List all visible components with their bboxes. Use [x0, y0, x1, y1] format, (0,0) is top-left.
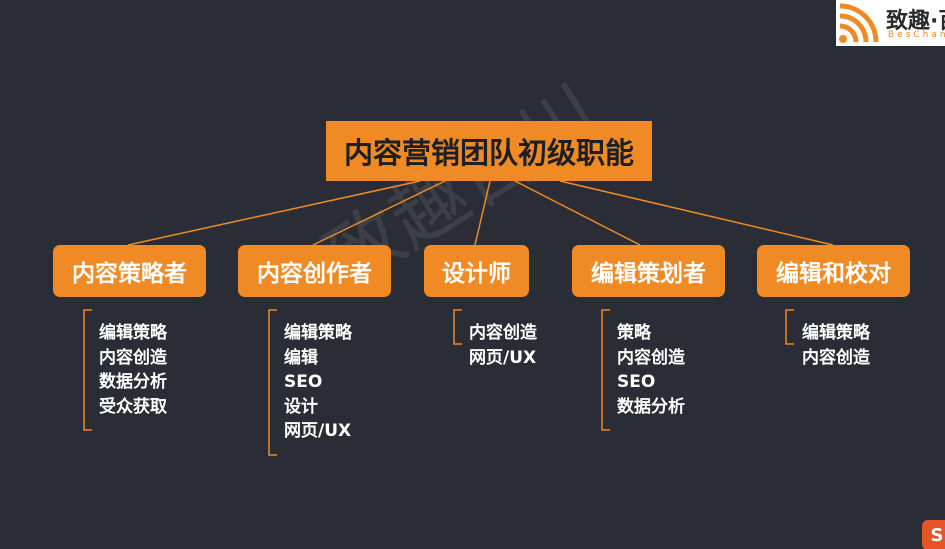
bracket-role-5: [785, 309, 794, 345]
role-content-creator: 内容创作者: [238, 245, 391, 297]
role-2-item: 编辑: [284, 347, 318, 368]
role-3-item: 网页/UX: [469, 347, 537, 368]
connector-role-5: [559, 180, 834, 246]
role-5-item: 编辑策略: [802, 323, 870, 343]
logo-text: 致趣·百: [886, 9, 945, 34]
role-2-item: 网页/UX: [284, 421, 352, 441]
connector-role-2: [312, 180, 446, 246]
connector-role-4: [514, 180, 641, 246]
role-1-item: 受众获取: [99, 396, 167, 417]
connector-role-3: [474, 180, 491, 246]
logo-mark-icon: [839, 3, 879, 43]
bracket-role-2: [268, 309, 277, 456]
role-designer: 设计师: [424, 245, 529, 297]
bracket-role-1: [83, 309, 92, 431]
brand-logo: 致趣·百 BesChan: [836, 0, 945, 46]
logo-latin-text: BesChan: [888, 30, 945, 40]
corner-badge: S: [922, 520, 945, 549]
bracket-role-4: [601, 309, 610, 431]
role-4-item: 数据分析: [617, 396, 685, 417]
role-2-item: 编辑策略: [284, 323, 352, 343]
root-node: 内容营销团队初级职能: [326, 121, 652, 181]
role-2-item: SEO: [284, 372, 323, 392]
role-1-item: 编辑策略: [99, 323, 167, 343]
role-editor-proofreader: 编辑和校对: [757, 245, 910, 297]
role-4-item: SEO: [617, 372, 656, 392]
role-2-item: 设计: [284, 396, 318, 417]
role-3-item: 内容创造: [469, 323, 537, 343]
role-4-item: 策略: [617, 323, 651, 343]
connector-role-1: [127, 180, 421, 246]
role-1-item: 数据分析: [99, 372, 167, 392]
role-editorial-planner: 编辑策划者: [572, 245, 725, 297]
bracket-role-3: [453, 309, 462, 345]
role-1-item: 内容创造: [99, 347, 167, 368]
role-4-item: 内容创造: [617, 347, 685, 368]
role-content-strategist: 内容策略者: [53, 245, 206, 297]
role-5-item: 内容创造: [802, 347, 870, 368]
